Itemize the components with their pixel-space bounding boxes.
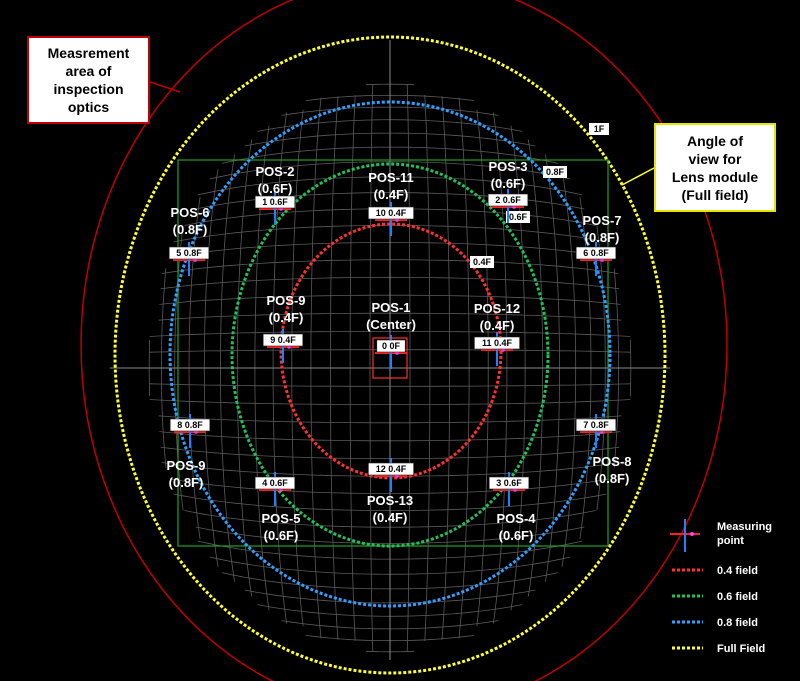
measuring-point: 7 0.8F POS-8 (0.8F) (575, 414, 632, 486)
ring-tag-box (589, 123, 609, 135)
legend-label: 0.4 field (717, 565, 758, 577)
point-field: (0.8F) (585, 230, 620, 245)
point-name: POS-7 (582, 213, 621, 228)
point-field: (0.8F) (173, 222, 208, 237)
ring-tag-box (470, 256, 494, 268)
point-field: (0.4F) (480, 318, 515, 333)
legend-measuring-point: point (717, 535, 744, 547)
point-field: (0.6F) (499, 528, 534, 543)
legend-cross-dot (690, 532, 694, 536)
legend-label: Full Field (717, 643, 765, 655)
ring-tag-box (543, 166, 567, 178)
field-08-ring (168, 100, 612, 608)
point-name: POS-13 (367, 493, 413, 508)
measuring-point: 9 0.4F POS-9 (0.4F) (262, 293, 306, 363)
point-tag-box (262, 333, 304, 347)
legend: Measuring point 0.4 field 0.6 field 0.8 fiel… (149, 81, 772, 655)
point-name: POS-8 (592, 454, 631, 469)
point-name: POS-4 (496, 511, 536, 526)
legend-label: 0.8 field (717, 617, 758, 629)
full-field-ring (113, 35, 667, 675)
measuring-point: 11 0.4F POS-12 (0.4F) (474, 301, 520, 366)
point-tag: 10 0.4F (376, 208, 407, 218)
legend-measuring-point: Measuring (717, 521, 772, 533)
point-tag: 5 0.8F (176, 248, 202, 258)
point-tag: 3 0.6F (496, 478, 522, 488)
point-tag: 2 0.6F (495, 195, 521, 205)
measurement-area-callout: Measrement area of inspection optics (27, 36, 150, 124)
point-tag-box (575, 246, 617, 260)
point-name: POS-2 (255, 164, 294, 179)
point-name: POS-9 (266, 293, 305, 308)
measuring-point: 6 0.8F POS-7 (0.8F) (575, 213, 622, 276)
point-name: POS-5 (261, 511, 300, 526)
point-field: (0.6F) (264, 528, 299, 543)
point-tag-box (487, 193, 529, 207)
measuring-point: 12 0.4F POS-13 (0.4F) (367, 458, 414, 525)
measuring-point: 5 0.8F POS-6 (0.8F) (168, 205, 210, 276)
point-tag: 12 0.4F (376, 464, 407, 474)
point-tag-box (376, 339, 406, 353)
point-tag-box (368, 206, 414, 220)
ring-tag: 0.8F (546, 167, 565, 177)
point-field: (0.4F) (269, 310, 304, 325)
point-tag-box (474, 336, 520, 350)
point-name: POS-6 (170, 205, 209, 220)
point-tag-box (368, 462, 414, 476)
point-tag: 6 0.8F (583, 248, 609, 258)
point-tag-box (168, 246, 210, 260)
point-tag-box (254, 195, 296, 209)
point-field: (0.4F) (374, 187, 409, 202)
point-tag-box (169, 418, 211, 432)
measuring-point: 8 0.8F POS-9 (0.8F) (166, 414, 211, 490)
point-tag-box (488, 476, 530, 490)
measuring-point: 0 0F POS-1 (Center) (366, 300, 416, 369)
callout-pointer-left (149, 81, 181, 93)
ring-tag: 1F (594, 124, 605, 134)
point-name: POS-9 (166, 458, 205, 473)
measuring-point: 2 0.6F POS-3 (0.6F) (487, 159, 529, 223)
ring-tag: 0.6F (509, 212, 528, 222)
point-tag: 0 0F (382, 341, 401, 351)
point-field: (0.4F) (373, 510, 408, 525)
ring-tag: 0.4F (473, 257, 492, 267)
measuring-point: 10 0.4F POS-11 (0.4F) (368, 170, 414, 236)
point-name: POS-11 (368, 170, 414, 185)
point-field: (0.8F) (169, 475, 204, 490)
point-name: POS-12 (474, 301, 520, 316)
point-tag-box (254, 476, 296, 490)
angle-of-view-callout: Angle of view for Lens module (Full fiel… (654, 123, 776, 212)
legend-label: 0.6 field (717, 591, 758, 603)
measuring-point: 1 0.6F POS-2 (0.6F) (254, 164, 296, 225)
point-tag: 11 0.4F (482, 338, 513, 348)
point-field: (0.6F) (258, 181, 293, 196)
point-name: POS-1 (371, 300, 410, 315)
point-field: (0.6F) (491, 176, 526, 191)
point-tag-box (575, 418, 617, 432)
point-tag: 8 0.8F (177, 420, 203, 430)
point-tag: 7 0.8F (583, 420, 609, 430)
inspection-area-outline (80, 0, 728, 681)
point-tag: 9 0.4F (270, 335, 296, 345)
measuring-point: 4 0.6F POS-5 (0.6F) (254, 472, 301, 543)
point-tag: 1 0.6F (262, 197, 288, 207)
point-tag: 4 0.6F (262, 478, 288, 488)
point-field: (Center) (366, 317, 416, 332)
ring-tag-box (506, 211, 530, 223)
point-field: (0.8F) (595, 471, 630, 486)
callout-pointer-right (621, 167, 655, 186)
field-06-ring (230, 162, 550, 548)
point-name: POS-3 (488, 159, 527, 174)
measuring-point: 3 0.6F POS-4 (0.6F) (488, 472, 536, 543)
